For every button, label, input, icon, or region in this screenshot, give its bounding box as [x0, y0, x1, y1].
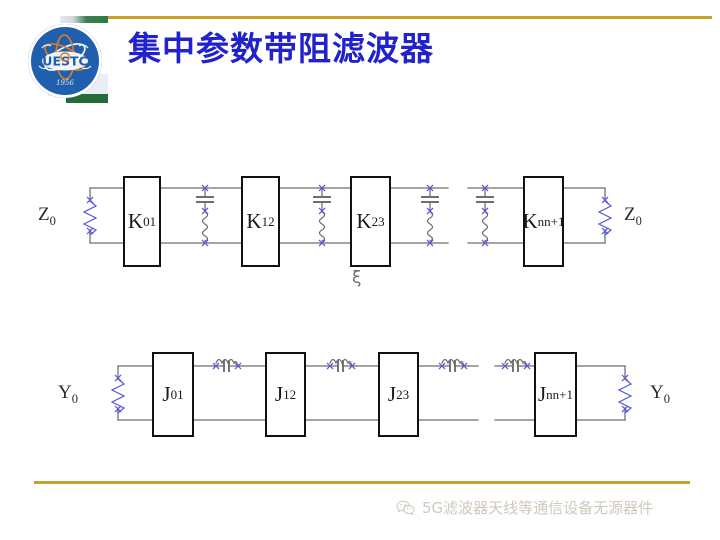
series-parallel-lc-2	[326, 358, 356, 372]
node-mark	[86, 196, 94, 204]
port-label-z0-left: Z0	[38, 204, 56, 228]
header-divider-rule	[105, 16, 712, 19]
resistor-y0-left	[110, 378, 126, 414]
shunt-series-lc-4	[476, 184, 494, 247]
shunt-series-lc-1	[196, 184, 214, 247]
logo-atom-icon: UESTC 1956	[38, 34, 92, 87]
page-title: 集中参数带阻滤波器	[128, 29, 434, 68]
resistor-z0-right	[597, 200, 613, 236]
series-parallel-lc-1	[212, 358, 242, 372]
continuation-mark: ξ	[352, 268, 362, 288]
port-label-y0-left: Y0	[58, 382, 78, 406]
node-mark	[601, 227, 609, 235]
node-mark	[86, 227, 94, 235]
port-label-y0-right: Y0	[650, 382, 670, 406]
logo-disc: UESTC 1956	[28, 24, 102, 98]
shunt-series-lc-3	[421, 184, 439, 247]
resistor-z0-left	[82, 200, 98, 236]
resistor-y0-right	[617, 378, 633, 414]
logo-accent-bar-bottom	[66, 94, 108, 103]
footer-brand: 5G滤波器天线等通信设备无源器件	[396, 497, 653, 518]
logo-accent-bar-top	[60, 16, 108, 23]
uestc-logo: UESTC 1956	[26, 16, 108, 104]
wechat-icon	[396, 500, 415, 516]
port-label-z0-right: Z0	[624, 204, 642, 228]
node-mark	[601, 196, 609, 204]
footer-divider-rule	[34, 481, 690, 484]
series-parallel-lc-4	[501, 358, 531, 372]
logo-year: 1956	[56, 79, 74, 87]
footer-brand-text: 5G滤波器天线等通信设备无源器件	[422, 499, 654, 517]
series-parallel-lc-3	[438, 358, 468, 372]
shunt-series-lc-2	[313, 184, 331, 247]
